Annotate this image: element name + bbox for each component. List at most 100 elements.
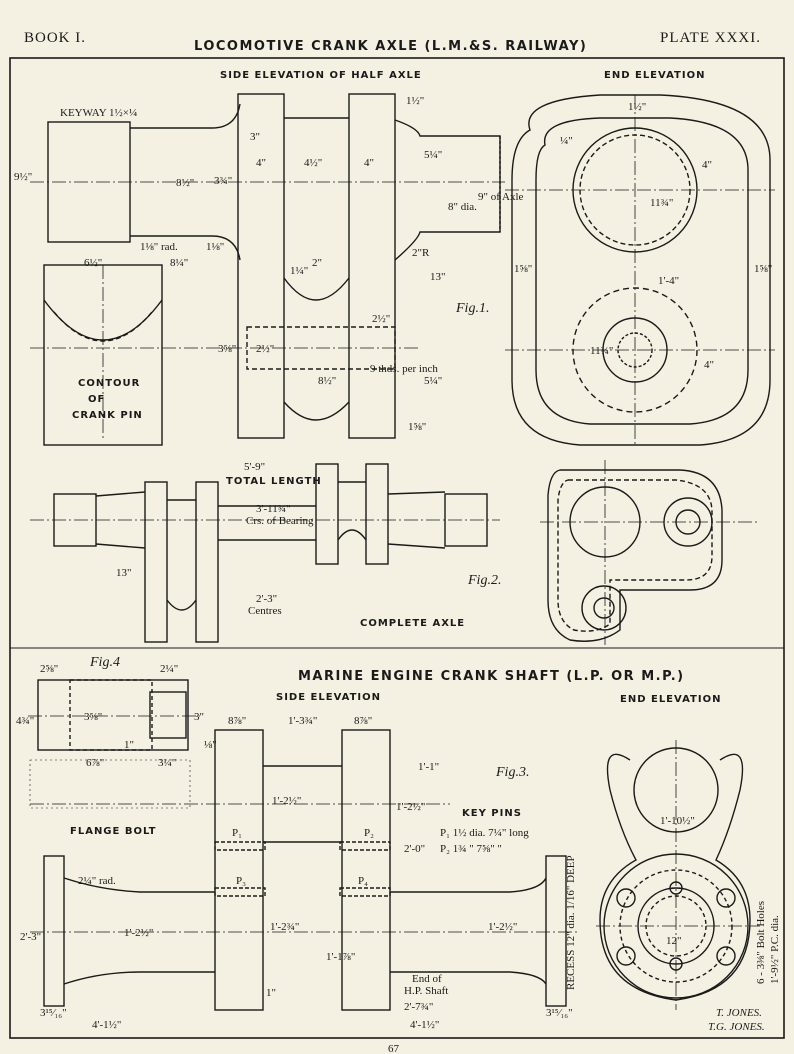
dim-e-1h: 1½" xyxy=(628,101,646,113)
dim-6h: 6½" xyxy=(84,257,102,269)
dim-8h: 8½" xyxy=(176,177,194,189)
dim-e-4b: 4" xyxy=(704,359,714,371)
dim-thds: 9 thds. per inch xyxy=(370,363,438,375)
dim-m-8a: 8⅞" xyxy=(228,715,246,727)
fig3-label: Fig.3. xyxy=(495,765,529,780)
marine-crank-end-elevation xyxy=(596,740,760,1010)
dim-m-12d: 1'-2¾" xyxy=(270,921,299,933)
dim-m-12b: 1'-2½" xyxy=(396,801,425,813)
flange-bolt xyxy=(28,679,200,809)
dim-f-16: ⅛" xyxy=(204,739,217,751)
dim-total: 5'-9" xyxy=(244,461,265,473)
dim-m-12c: 1'-2½" xyxy=(124,927,153,939)
dim-13: 13" xyxy=(430,271,446,283)
pin-p3: P₃ xyxy=(236,875,246,887)
dim-bolt1: 6 - 3⅜" Bolt Holes xyxy=(755,901,767,984)
dim-m-20: 2'-0" xyxy=(404,843,425,855)
dim-m-14a: 4'-1½" xyxy=(92,1019,121,1031)
complete-axle xyxy=(30,460,760,645)
dim-3q: 3¾" xyxy=(214,175,232,187)
dim-1h: 1½" xyxy=(406,95,424,107)
dim-8q: 8¼" xyxy=(170,257,188,269)
dim-2r: 2"R xyxy=(412,247,430,259)
dim-4a: 4" xyxy=(256,157,266,169)
dim-f-2: 2⅝" xyxy=(40,663,58,675)
dim-13b: 13" xyxy=(116,567,132,579)
locomotive-title: LOCOMOTIVE CRANK AXLE (L.M.&S. RAILWAY) xyxy=(194,39,587,54)
dim-2hb: 2½" xyxy=(372,313,390,325)
marine-title: MARINE ENGINE CRANK SHAFT (L.P. OR M.P.) xyxy=(298,669,685,684)
dim-1rad: 1⅛" rad. xyxy=(140,241,178,253)
dim-e-14: 1'-4" xyxy=(658,275,679,287)
dim-m-27: 2'-7¾" xyxy=(404,1001,433,1013)
dim-e-q: ¼" xyxy=(560,135,573,147)
plate-border xyxy=(9,57,785,1039)
dim-axle: 9" of Axle xyxy=(478,191,524,203)
dim-m-rad: 2¼" rad. xyxy=(78,875,116,887)
fig4-label: Fig.4 xyxy=(89,655,120,670)
dim-f-1: 1" xyxy=(124,739,134,751)
dim-keyway: KEYWAY 1½×¼ xyxy=(60,107,137,119)
dim-m-23: 2'-3" xyxy=(20,931,41,943)
keypin-1: P₁ 1½ dia. 7¼" long xyxy=(440,827,529,839)
dim-8dia: 8" dia. xyxy=(448,201,477,213)
dim-e-15a: 1⅝" xyxy=(514,263,532,275)
dim-centres-label: Centres xyxy=(248,605,282,617)
dim-3f: 3⅝" xyxy=(218,343,236,355)
fig2-label: Fig.2. xyxy=(467,573,501,588)
dim-e-4: 4" xyxy=(702,159,712,171)
book-label: BOOK I. xyxy=(24,30,86,46)
dim-2: 2" xyxy=(312,257,322,269)
dim-bearing-label: Crs. of Bearing xyxy=(246,515,314,527)
view-side-half: SIDE ELEVATION OF HALF AXLE xyxy=(220,70,422,81)
dim-f-6: 6⅞" xyxy=(86,757,104,769)
dim-1q: 1¼" xyxy=(290,265,308,277)
pin-p4: P₄ xyxy=(358,875,368,887)
keypin-2: P₂ 1¾ " 7⅝" " xyxy=(440,843,502,855)
dim-e-11: 11¾" xyxy=(650,197,673,209)
dim-f-2q: 2¼" xyxy=(160,663,178,675)
dim-e-15b: 1⅝" xyxy=(754,263,772,275)
dim-m-8b: 8⅞" xyxy=(354,715,372,727)
dim-m-1s: 1" xyxy=(266,987,276,999)
contour-line3: CRANK PIN xyxy=(72,410,143,421)
dim-5qb: 5¼" xyxy=(424,375,442,387)
view-end-top: END ELEVATION xyxy=(604,70,705,81)
dim-m-hp: H.P. Shaft xyxy=(404,985,448,997)
dim-f-3b: 3" xyxy=(194,711,204,723)
dim-9h: 9½" xyxy=(14,171,32,183)
marine-crank-shaft-side xyxy=(30,729,580,1011)
dim-m-10: 1'-10½" xyxy=(660,815,695,827)
view-end-marine: END ELEVATION xyxy=(620,694,721,705)
dim-m-1: 1'-3¾" xyxy=(288,715,317,727)
dim-3: 3" xyxy=(250,131,260,143)
dim-bearing: 3'-11¾" xyxy=(256,503,290,515)
view-flange-bolt: FLANGE BOLT xyxy=(70,826,157,837)
dim-m-11: 1'-1" xyxy=(418,761,439,773)
view-side-marine: SIDE ELEVATION xyxy=(276,692,381,703)
dim-total-label: TOTAL LENGTH xyxy=(226,476,322,487)
dim-m-end: End of xyxy=(412,973,442,985)
dim-5q: 5¼" xyxy=(424,149,442,161)
dim-f-4: 4¾" xyxy=(16,715,34,727)
contour-line2: OF xyxy=(88,394,105,405)
dim-1b: 1⅛" xyxy=(206,241,224,253)
dim-bolt2: 1'-9½" P.C. dia. xyxy=(769,915,781,984)
page-number: 67 xyxy=(388,1043,400,1054)
fig1-label: Fig.1. xyxy=(455,301,489,316)
dim-8hb: 8½" xyxy=(318,375,336,387)
pin-p2: P₂ xyxy=(364,827,374,839)
dim-4b: 4½" xyxy=(304,157,322,169)
dim-m-12e: 1'-2½" xyxy=(488,921,517,933)
pin-p1: P₁ xyxy=(232,827,242,839)
dim-m-3b: 3¹⁵⁄₁₆" xyxy=(546,1007,573,1019)
view-key-pins: KEY PINS xyxy=(462,808,522,819)
signature-2: T.G. JONES. xyxy=(708,1021,765,1033)
dim-f-3: 3⅝" xyxy=(84,711,102,723)
axle-end-elevation xyxy=(505,94,775,446)
dim-1f: 1⅝" xyxy=(408,421,426,433)
dim-centres: 2'-3" xyxy=(256,593,277,605)
dim-recess: RECESS 12" dia. 1/16" DEEP xyxy=(565,855,577,990)
dim-m-11b: 1'-1⅞" xyxy=(326,951,355,963)
